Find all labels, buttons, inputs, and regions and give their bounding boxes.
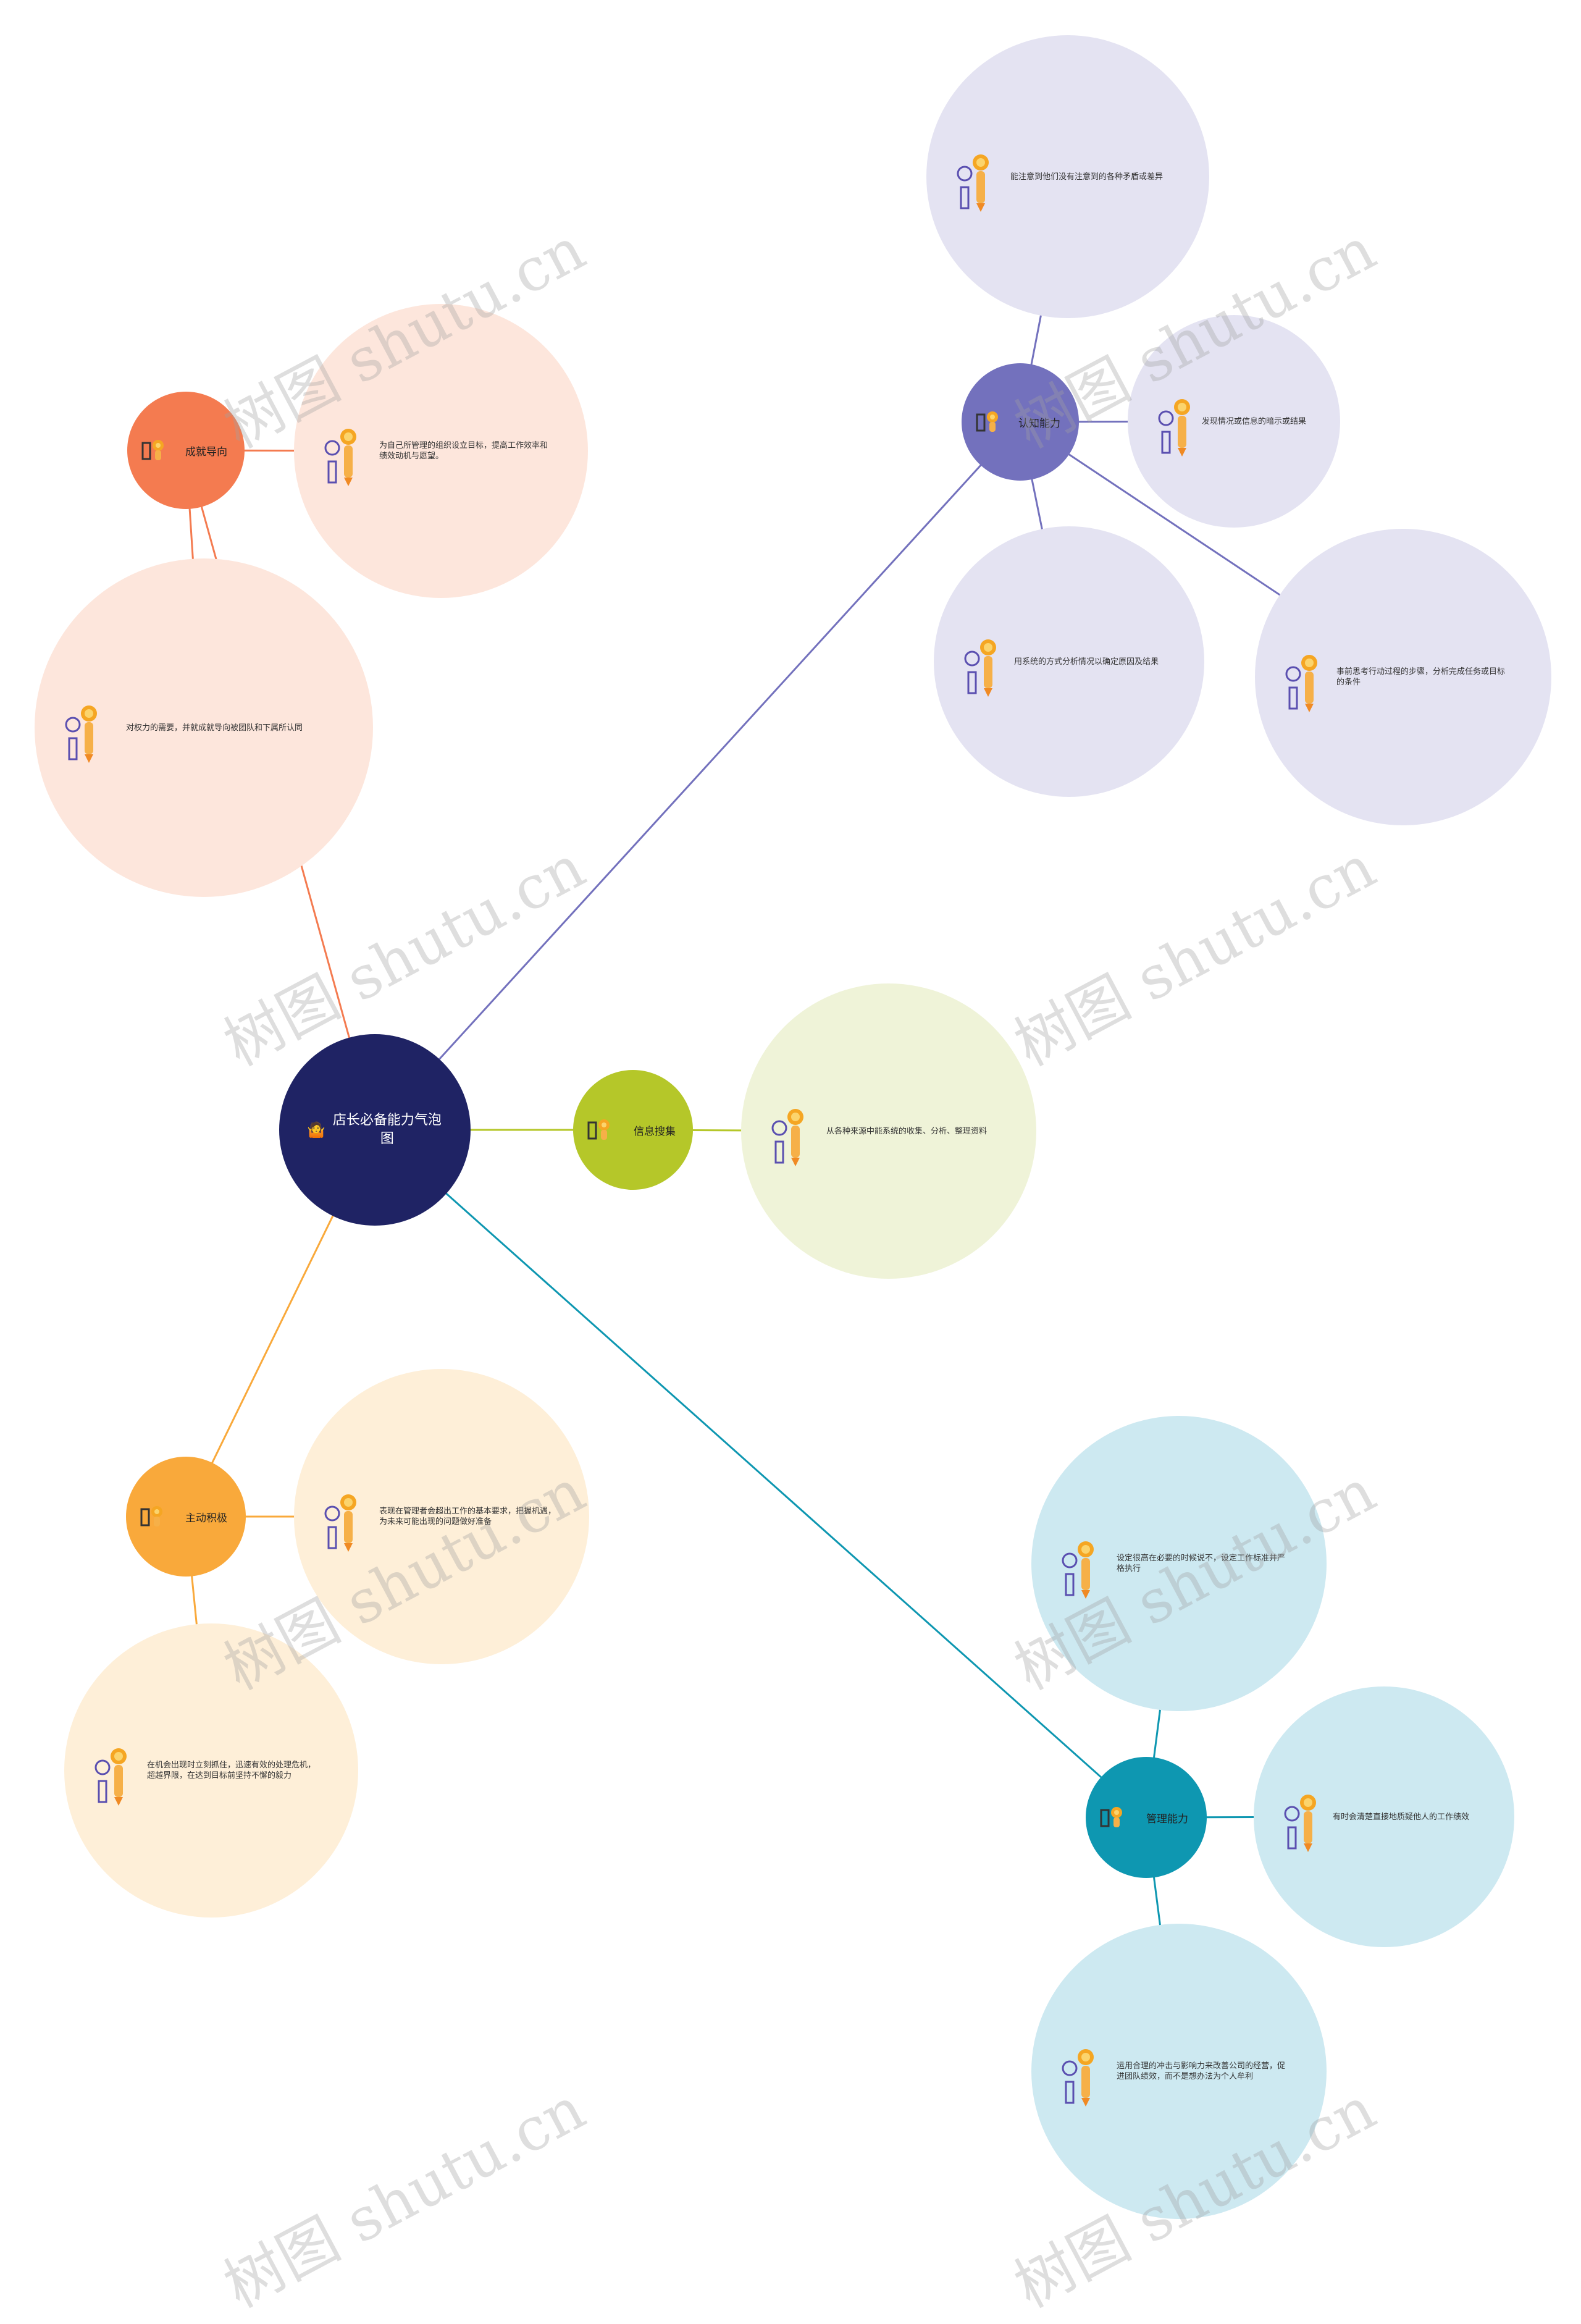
initiative-leaf-2[interactable]: 在机会出现时立刻抓住，迅速有效的处理危机，超越界限，在达到目标前坚持不懈的毅力 xyxy=(64,1623,358,1918)
award-rosette-icon xyxy=(1061,1517,1098,1612)
award-rosette-icon xyxy=(975,408,1000,438)
award-rosette-icon xyxy=(771,1085,808,1180)
leaf-text: 发现情况或信息的暗示或结果 xyxy=(1202,416,1307,426)
leaf-text: 对权力的需要，并就成就导向被团队和下属所认同 xyxy=(126,723,303,733)
leaf-text: 表现在管理者会超出工作的基本要求，把握机遇，为未来可能出现的问题做好准备 xyxy=(379,1507,556,1526)
person-shrug-icon: 🤷 xyxy=(307,1121,325,1139)
topic-achievement-label: 成就导向 xyxy=(185,445,227,458)
topic-initiative-label: 主动积极 xyxy=(185,1512,227,1525)
award-rosette-icon xyxy=(324,405,361,500)
award-rosette-icon xyxy=(1099,1804,1124,1834)
root-bubble[interactable]: 🤷 店长必备能力气泡图 xyxy=(279,1034,471,1226)
cognition-leaf-2[interactable]: 发现情况或信息的暗示或结果 xyxy=(1128,315,1340,528)
topic-info-label: 信息搜集 xyxy=(634,1125,676,1138)
award-rosette-icon xyxy=(1157,375,1194,470)
topic-achievement[interactable]: 成就导向 xyxy=(127,392,245,509)
root-title: 店长必备能力气泡图 xyxy=(332,1113,442,1147)
leaf-text: 有时会清楚直接地质疑他人的工作绩效 xyxy=(1333,1812,1470,1822)
award-rosette-icon xyxy=(64,681,101,777)
leaf-text: 能注意到他们没有注意到的各种矛盾或差异 xyxy=(1010,172,1164,182)
management-leaf-3[interactable]: 运用合理的冲击与影响力来改善公司的经营，促进团队绩效，而不是想办法为个人牟利 xyxy=(1031,1924,1327,2219)
award-rosette-icon xyxy=(1283,1770,1320,1866)
award-rosette-icon xyxy=(956,130,993,225)
topic-management[interactable]: 管理能力 xyxy=(1086,1757,1207,1878)
award-rosette-icon xyxy=(141,437,166,466)
leaf-text: 设定很高在必要的时候说不，设定工作标准并严格执行 xyxy=(1117,1554,1286,1573)
topic-cognition-label: 认知能力 xyxy=(1018,417,1060,430)
management-leaf-2[interactable]: 有时会清楚直接地质疑他人的工作绩效 xyxy=(1254,1686,1514,1947)
leaf-text: 在机会出现时立刻抓住，迅速有效的处理危机，超越界限，在达到目标前坚持不懈的毅力 xyxy=(147,1761,316,1780)
award-rosette-icon xyxy=(324,1470,361,1565)
leaf-text: 用系统的方式分析情况以确定原因及结果 xyxy=(1014,657,1159,667)
award-rosette-icon xyxy=(140,1503,164,1533)
cognition-leaf-1[interactable]: 能注意到他们没有注意到的各种矛盾或差异 xyxy=(926,35,1209,318)
connector-root-cognition xyxy=(374,421,1021,1131)
achievement-leaf-2[interactable]: 对权力的需要，并就成就导向被团队和下属所认同 xyxy=(35,558,373,897)
leaf-text: 从各种来源中能系统的收集、分析、整理资料 xyxy=(826,1126,988,1136)
award-rosette-icon xyxy=(587,1116,611,1146)
topic-management-label: 管理能力 xyxy=(1146,1812,1188,1825)
leaf-text: 为自己所管理的组织设立目标，提高工作效率和绩效动机与愿望。 xyxy=(379,441,548,461)
award-rosette-icon xyxy=(1061,2025,1098,2120)
cognition-leaf-3[interactable]: 用系统的方式分析情况以确定原因及结果 xyxy=(934,526,1204,797)
leaf-text: 运用合理的冲击与影响力来改善公司的经营，促进团队绩效，而不是想办法为个人牟利 xyxy=(1117,2061,1286,2081)
topic-initiative[interactable]: 主动积极 xyxy=(126,1457,246,1577)
award-rosette-icon xyxy=(963,615,1000,710)
connector-root-management xyxy=(374,1129,1147,1819)
management-leaf-1[interactable]: 设定很高在必要的时候说不，设定工作标准并严格执行 xyxy=(1031,1416,1327,1711)
cognition-leaf-4[interactable]: 事前思考行动过程的步骤，分析完成任务或目标的条件 xyxy=(1255,529,1551,825)
award-rosette-icon xyxy=(1285,631,1322,726)
leaf-text: 事前思考行动过程的步骤，分析完成任务或目标的条件 xyxy=(1336,667,1506,687)
topic-info[interactable]: 信息搜集 xyxy=(573,1070,693,1190)
achievement-leaf-1[interactable]: 为自己所管理的组织设立目标，提高工作效率和绩效动机与愿望。 xyxy=(294,304,588,598)
topic-cognition[interactable]: 认知能力 xyxy=(962,363,1079,481)
award-rosette-icon xyxy=(94,1724,131,1819)
initiative-leaf-1[interactable]: 表现在管理者会超出工作的基本要求，把握机遇，为未来可能出现的问题做好准备 xyxy=(294,1369,589,1664)
info-leaf-1[interactable]: 从各种来源中能系统的收集、分析、整理资料 xyxy=(741,983,1036,1279)
